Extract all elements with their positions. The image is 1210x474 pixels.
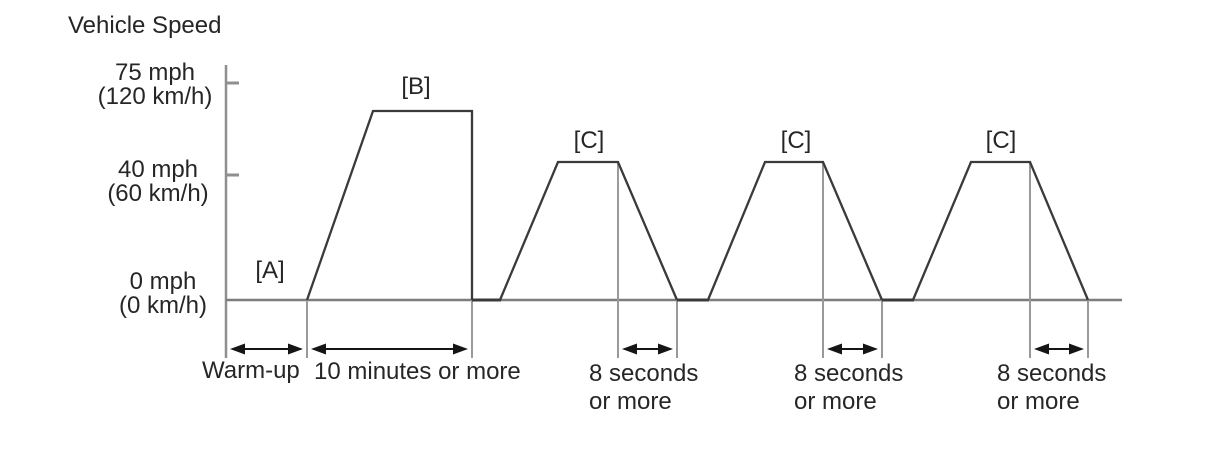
trace-segment-c2 xyxy=(706,160,884,301)
arrow-8s-1-head-left xyxy=(622,343,637,355)
arrow-8s-3-head-right xyxy=(1069,343,1084,355)
arrow-8s-1-head-right xyxy=(658,343,673,355)
ytick-75-kmh: (120 km/h) xyxy=(97,83,213,110)
ytick-75-mph: 75 mph xyxy=(114,59,196,86)
interval-label-8s-3: 8 seconds or more xyxy=(997,360,1106,416)
interval-label-8s-2: 8 seconds or more xyxy=(794,360,903,416)
arrow-10min-head-left xyxy=(311,343,326,355)
interval-8s-1-line1: 8 seconds xyxy=(589,360,699,387)
interval-8s-1-line2: or more xyxy=(589,388,672,415)
phase-label-c-2: [C] xyxy=(780,127,812,154)
ytick-0-mph: 0 mph xyxy=(129,268,197,295)
ytick-label-75mph: 75 mph (120 km/h) xyxy=(80,61,230,109)
ytick-label-0mph: 0 mph (0 km/h) xyxy=(88,270,238,318)
ytick-40-kmh: (60 km/h) xyxy=(107,180,209,207)
interval-8s-3-line2: or more xyxy=(997,388,1080,415)
interval-label-warmup: Warm-up xyxy=(202,357,300,384)
interval-8s-2-line1: 8 seconds xyxy=(794,360,904,387)
arrow-8s-3-head-left xyxy=(1034,343,1049,355)
phase-label-a: [A] xyxy=(255,257,285,284)
ytick-0-kmh: (0 km/h) xyxy=(118,292,207,319)
arrow-warmup-head-right xyxy=(288,343,303,355)
trace-segment-c1 xyxy=(498,160,679,301)
trace-segment-b xyxy=(305,109,474,301)
phase-label-c-1: [C] xyxy=(573,127,605,154)
interval-label-10min: 10 minutes or more xyxy=(314,358,521,385)
arrow-8s-2-head-right xyxy=(863,343,878,355)
ytick-label-40mph: 40 mph (60 km/h) xyxy=(83,158,233,206)
interval-8s-3-line1: 8 seconds xyxy=(997,360,1107,387)
interval-label-8s-1: 8 seconds or more xyxy=(589,360,698,416)
arrow-8s-2-head-left xyxy=(827,343,842,355)
interval-8s-2-line2: or more xyxy=(794,388,877,415)
phase-label-b: [B] xyxy=(401,73,431,100)
yaxis-title: Vehicle Speed xyxy=(68,12,222,39)
trace-segment-c3 xyxy=(911,160,1090,301)
arrow-10min-head-right xyxy=(453,343,468,355)
arrow-warmup-head-left xyxy=(230,343,245,355)
ytick-40-mph: 40 mph xyxy=(117,156,199,183)
phase-label-c-3: [C] xyxy=(985,127,1017,154)
